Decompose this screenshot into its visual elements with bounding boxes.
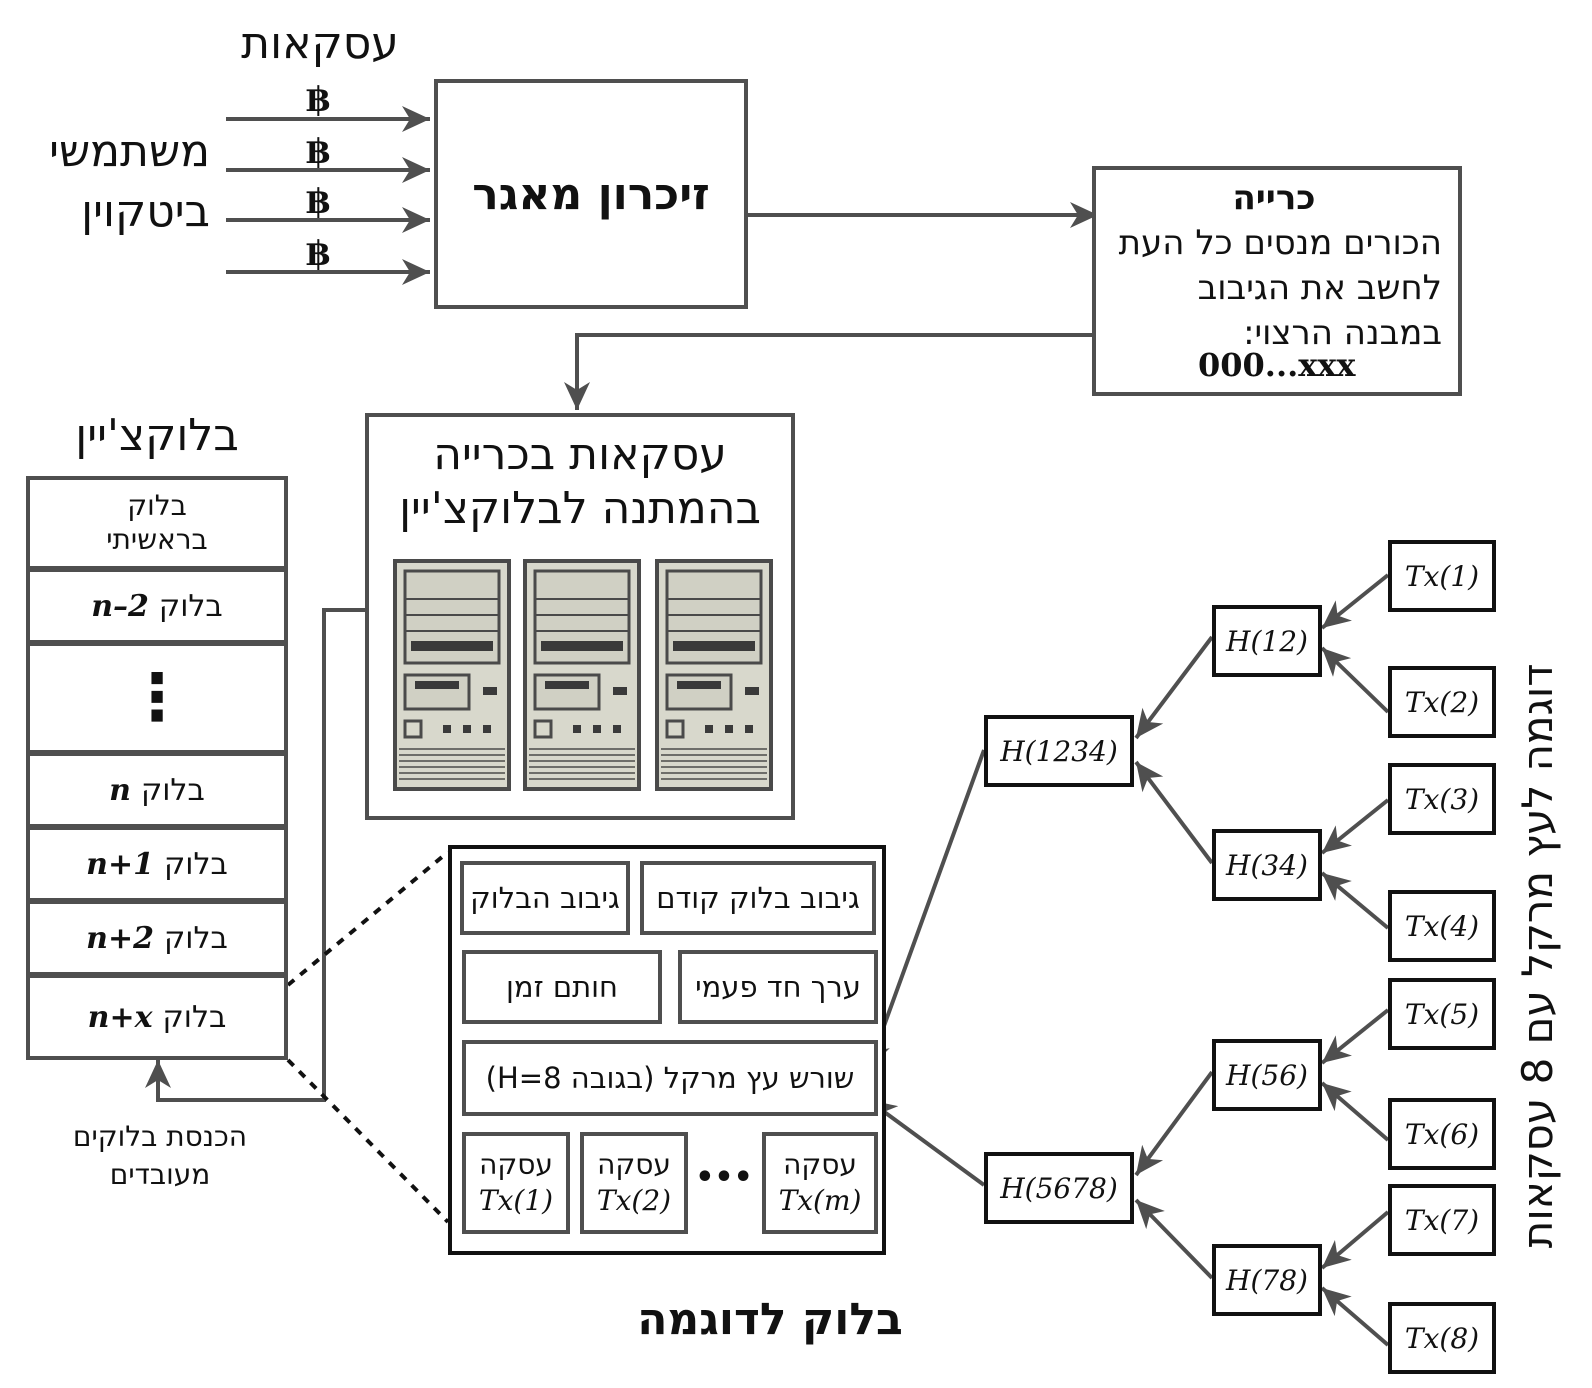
- edge-tx8-h78: [1320, 1286, 1390, 1347]
- block-word: בלוק: [162, 999, 227, 1035]
- server-icon: [655, 559, 773, 791]
- block-n-plus-2: בלוק n+2: [26, 900, 288, 976]
- server-icon: [393, 559, 511, 791]
- users-label-line1: משתמשי: [49, 126, 210, 177]
- block-word: בלוק: [163, 846, 228, 882]
- block-index: n+1: [86, 846, 154, 882]
- edge-tx2-h12: [1320, 646, 1390, 714]
- edge-h34-h1234: [1134, 760, 1214, 865]
- edge-h5678-root: [866, 1098, 986, 1187]
- bitcoin-icon: ฿: [306, 132, 330, 172]
- server-icon: [523, 559, 641, 791]
- merkle-node-h5678: H(5678): [984, 1152, 1134, 1224]
- pending-line1: עסקאות בכרייה: [433, 429, 727, 480]
- edge-tx6-h56: [1320, 1081, 1390, 1142]
- tx-label: Tx(1): [478, 1184, 554, 1217]
- pending-line2: בהמתנה לבלוקצ'יין: [399, 483, 761, 534]
- servers-illustration: [393, 559, 773, 791]
- merkle-root-field: שורש עץ מרקל (בגובה 8=H): [462, 1040, 878, 1116]
- block-hash-field: גיבוב הבלוק: [460, 861, 630, 935]
- timestamp-field: חותם זמן: [462, 950, 662, 1024]
- merkle-side-label: דוגמה לעץ מרקל עם 8 עסקאות: [1513, 663, 1562, 1249]
- blockchain-title: בלוקצ'יין: [75, 410, 239, 461]
- chain-ellipsis-block: ⋮: [26, 642, 288, 754]
- block-word: בלוק: [158, 588, 223, 624]
- tx-field: עסקה Tx(2): [580, 1132, 688, 1234]
- edge-tx5-h56: [1320, 1008, 1390, 1065]
- block-word: בלוק: [163, 920, 228, 956]
- block-n-minus-2: בלוק n–2: [26, 568, 288, 644]
- tx-field: עסקה Tx(1): [462, 1132, 570, 1234]
- edge-h56-h5678: [1134, 1070, 1214, 1177]
- insert-line1: הכנסת בלוקים: [72, 1120, 248, 1153]
- merkle-leaf-tx3: Tx(3): [1388, 763, 1496, 835]
- pending-box: עסקאות בכרייה בהמתנה לבלוקצ'יין: [365, 413, 795, 820]
- nonce-field: ערך חד פעמי: [678, 950, 878, 1024]
- prev-hash-field: גיבוב בלוק קודם: [640, 861, 876, 935]
- merkle-node-h56: H(56): [1212, 1039, 1322, 1111]
- merkle-leaf-tx2: Tx(2): [1388, 666, 1496, 738]
- block-index: n: [109, 772, 131, 808]
- mining-line1: הכורים מנסים כל העת: [1118, 223, 1442, 263]
- edge-tx1-h12: [1320, 573, 1390, 630]
- genesis-line2: בראשיתי: [106, 523, 208, 556]
- block-word: בלוק: [140, 772, 205, 808]
- merkle-leaf-tx8: Tx(8): [1388, 1302, 1496, 1374]
- mining-to-pending-arrow: [564, 333, 1092, 410]
- genesis-block: בלוק בראשיתי: [26, 476, 288, 570]
- block-n-plus-x: בלוק n+x: [26, 974, 288, 1060]
- block-n-plus-1: בלוק n+1: [26, 826, 288, 902]
- insert-label: הכנסת בלוקים מעובדים: [40, 1118, 280, 1194]
- block-index: n–2: [91, 588, 149, 624]
- tx-label: Tx(m): [778, 1184, 862, 1217]
- merkle-leaf-tx7: Tx(7): [1388, 1184, 1496, 1256]
- merkle-node-h12: H(12): [1212, 605, 1322, 677]
- block-index: n+x: [87, 999, 153, 1035]
- merkle-leaf-tx4: Tx(4): [1388, 890, 1496, 962]
- edge-h78-h5678: [1134, 1198, 1214, 1280]
- merkle-node-h34: H(34): [1212, 829, 1322, 901]
- hash-pattern: 000...xxx: [1198, 346, 1356, 384]
- bitcoin-icon: ฿: [306, 234, 330, 274]
- mempool-box: זיכרון מאגר: [434, 79, 748, 309]
- insert-line2: מעובדים: [109, 1158, 211, 1191]
- block-n: בלוק n: [26, 752, 288, 828]
- zoom-line-bottom: [286, 1058, 450, 1224]
- merkle-leaf-tx6: Tx(6): [1388, 1098, 1496, 1170]
- transactions-label: עסקאות: [241, 18, 399, 69]
- mining-box: כרייה הכורים מנסים כל העת לחשב את הגיבוב…: [1092, 166, 1462, 396]
- bitcoin-icon: ฿: [306, 182, 330, 222]
- tx-dots: •••: [695, 1160, 753, 1195]
- pending-to-blockchain-arrow: [145, 608, 365, 1102]
- example-block-caption: בלוק לדוגמה: [637, 1294, 903, 1345]
- mining-title: כרייה: [1232, 178, 1316, 218]
- edge-h1234-root: [865, 749, 986, 1071]
- edge-tx3-h34: [1320, 798, 1390, 855]
- mining-line2: לחשב את הגיבוב: [1197, 268, 1442, 308]
- edge-tx7-h78: [1320, 1210, 1390, 1270]
- genesis-line1: בלוק: [127, 489, 187, 522]
- mempool-label: זיכרון מאגר: [472, 168, 710, 220]
- edge-h12-h1234: [1134, 635, 1214, 740]
- tx-field: עסקה Tx(m): [762, 1132, 878, 1234]
- mining-line3: במבנה הרצוי:: [1243, 313, 1442, 353]
- merkle-leaf-tx5: Tx(5): [1388, 978, 1496, 1050]
- tx-word: עסקה: [597, 1148, 671, 1181]
- tx-word: עסקה: [479, 1148, 553, 1181]
- bitcoin-icon: ฿: [306, 80, 330, 120]
- merkle-leaf-tx1: Tx(1): [1388, 540, 1496, 612]
- block-index: n+2: [86, 920, 154, 956]
- merkle-node-h78: H(78): [1212, 1244, 1322, 1316]
- tx-label: Tx(2): [596, 1184, 672, 1217]
- tx-word: עסקה: [783, 1148, 857, 1181]
- merkle-node-h1234: H(1234): [984, 715, 1134, 787]
- chain-ellipsis: ⋮: [125, 661, 189, 735]
- users-label-line2: ביטקוין: [81, 186, 210, 237]
- zoom-line-top: [286, 850, 450, 987]
- edge-tx4-h34: [1320, 871, 1390, 930]
